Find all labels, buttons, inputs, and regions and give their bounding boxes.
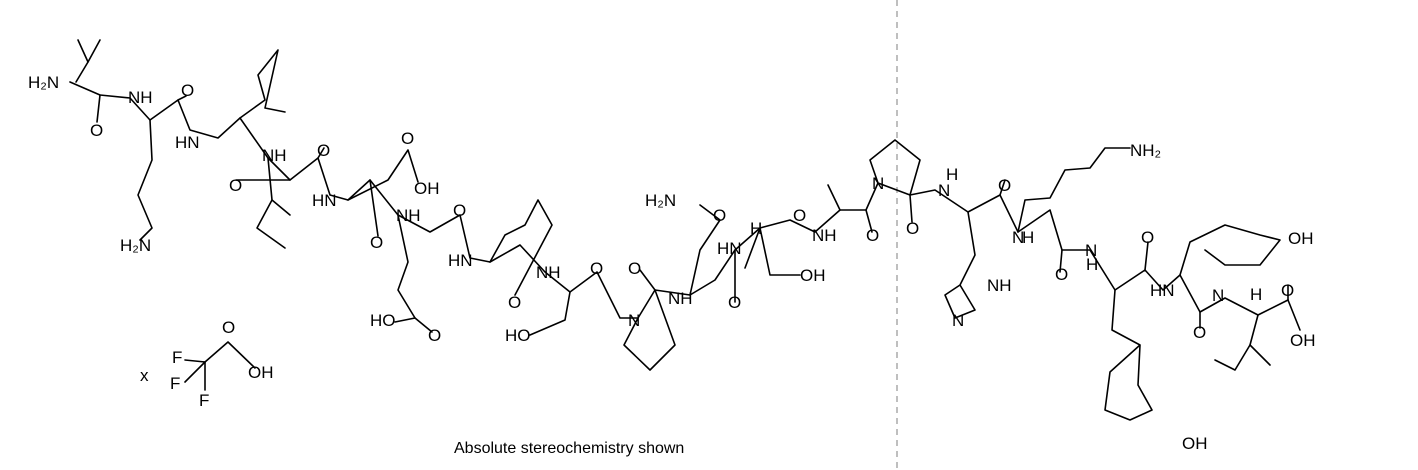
atom-label: O [998, 176, 1011, 195]
atom-label: NH [987, 276, 1012, 295]
atom-label: N [1212, 286, 1224, 305]
atom-label: H [1022, 228, 1034, 247]
atom-label: O [317, 141, 330, 160]
atom-label: OH [800, 266, 826, 285]
atom-label: HO [370, 311, 396, 330]
atom-label: NH [536, 263, 561, 282]
atom-label: O [1193, 323, 1206, 342]
atom-label: HN [448, 251, 473, 270]
atom-label: H₂N [645, 191, 676, 210]
atom-label: O [906, 219, 919, 238]
atom-label: H [1250, 285, 1262, 304]
atom-label: O [1055, 265, 1068, 284]
atom-labels: H₂N NH O O HN NH O O O OH HN NH O O HN N… [28, 73, 1316, 453]
atom-label: O [1141, 228, 1154, 247]
stereochemistry-caption: Absolute stereochemistry shown [454, 440, 684, 457]
atom-label: N [952, 311, 964, 330]
atom-label: HN [312, 191, 337, 210]
atom-label: NH [396, 206, 421, 225]
atom-label: O [728, 293, 741, 312]
atom-label: O [866, 226, 879, 245]
atom-label: N [938, 181, 950, 200]
atom-label: OH [1182, 434, 1208, 453]
atom-label: O [428, 326, 441, 345]
atom-label: O [590, 259, 603, 278]
atom-label: O [453, 201, 466, 220]
atom-label: N [1085, 241, 1097, 260]
atom-label: O [181, 81, 194, 100]
atom-label: N [872, 174, 884, 193]
atom-label: HN [717, 239, 742, 258]
atom-label: NH [128, 88, 153, 107]
atom-label: O [713, 206, 726, 225]
atom-label: NH₂ [1130, 141, 1161, 160]
atom-label: NH [812, 226, 837, 245]
atom-label: NH [668, 289, 693, 308]
atom-label: OH [248, 363, 274, 382]
atom-label: O [1281, 281, 1294, 300]
tfa-salt: x F F F O OH [140, 318, 274, 410]
atom-label: F [172, 348, 182, 367]
atom-label: N [628, 311, 640, 330]
atom-label: F [199, 391, 209, 410]
atom-label: N [1012, 228, 1024, 247]
atom-label: OH [1290, 331, 1316, 350]
bonds [69, 39, 1301, 421]
atom-label: O [508, 293, 521, 312]
atom-label: H [750, 219, 762, 238]
atom-label: HN [1150, 281, 1175, 300]
atom-label: O [628, 259, 641, 278]
atom-label: OH [414, 179, 440, 198]
atom-label: HO [505, 326, 531, 345]
atom-label: O [90, 121, 103, 140]
atom-label: O [793, 206, 806, 225]
atom-label: HN [175, 133, 200, 152]
atom-label: H₂N [120, 236, 151, 255]
atom-label: NH [262, 146, 287, 165]
atom-label: F [170, 374, 180, 393]
atom-label: O [222, 318, 235, 337]
atom-label: H [946, 165, 958, 184]
atom-label: H [1086, 255, 1098, 274]
atom-label: O [229, 176, 242, 195]
atom-label: OH [1288, 229, 1314, 248]
atom-label: O [401, 129, 414, 148]
salt-multiplier: x [140, 366, 149, 385]
atom-label: O [370, 233, 383, 252]
atom-label: H₂N [28, 73, 59, 92]
